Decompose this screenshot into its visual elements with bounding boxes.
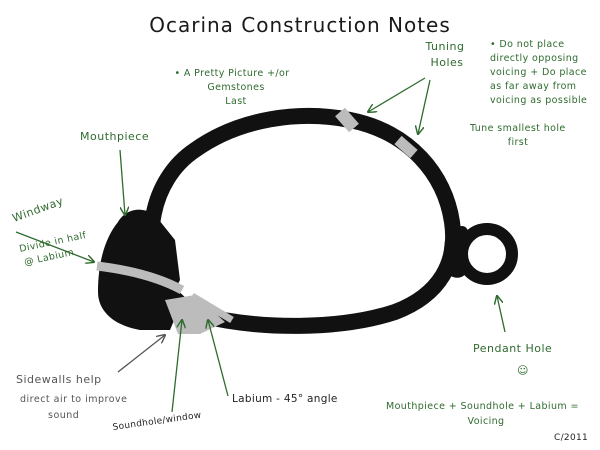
- windway-gap: [96, 261, 185, 294]
- pendant-hole-label: Pendant Hole: [473, 342, 552, 355]
- tuning-hole-1: [335, 107, 359, 133]
- svg-text:Mouthpiece + Soundhole + Labiu: Mouthpiece + Soundhole + Labium =: [386, 401, 579, 412]
- labium-arrow: [208, 320, 229, 397]
- svg-text:voicing + Do place: voicing + Do place: [490, 67, 587, 78]
- svg-text:directly opposing: directly opposing: [490, 53, 579, 64]
- signature: C/2011: [554, 433, 588, 443]
- svg-text:as far away from: as far away from: [490, 81, 576, 92]
- soundhole-arrow: [171, 320, 182, 413]
- pendant-arrow: [497, 296, 506, 333]
- sidewalls-note: Sidewalls help direct air to improve sou…: [16, 373, 128, 421]
- svg-text:voicing as possible: voicing as possible: [490, 95, 587, 106]
- windway-label: Windway: [11, 194, 66, 224]
- tuning-arrow-2: [418, 79, 431, 134]
- windway-arrow: [15, 231, 94, 262]
- svg-text:Tuning: Tuning: [424, 40, 464, 53]
- tuning-holes-label: Tuning Holes: [424, 40, 464, 69]
- svg-text:Sidewalls help: Sidewalls help: [16, 373, 102, 386]
- svg-text:• Do not place: • Do not place: [490, 39, 565, 50]
- pretty-picture-note: • A Pretty Picture +/or Gemstones Last: [174, 68, 289, 107]
- mouthpiece-label: Mouthpiece: [80, 130, 149, 143]
- svg-text:Tune smallest hole: Tune smallest hole: [469, 123, 566, 134]
- labium-label: Labium - 45° angle: [232, 393, 338, 405]
- svg-text:• A Pretty Picture +/or: • A Pretty Picture +/or: [174, 68, 289, 79]
- soundhole-label: Soundhole/window: [112, 411, 202, 433]
- svg-text:Gemstones: Gemstones: [207, 82, 264, 93]
- divide-half-note: Divide in half @ Labium: [18, 230, 87, 268]
- svg-text:first: first: [508, 137, 529, 148]
- svg-text:Voicing: Voicing: [468, 416, 505, 427]
- smiley: ☺: [517, 364, 529, 377]
- pendant-neck: [442, 225, 469, 278]
- tune-smallest-note: Tune smallest hole first: [469, 123, 566, 148]
- ocarina-body: [96, 107, 518, 334]
- sidewalls-arrow: [117, 335, 165, 373]
- svg-text:Holes: Holes: [430, 56, 463, 69]
- tuning-placement-note: • Do not place directly opposing voicing…: [490, 39, 587, 106]
- page-title: Ocarina Construction Notes: [149, 13, 451, 37]
- svg-text:sound: sound: [48, 410, 79, 421]
- svg-text:direct air to improve: direct air to improve: [20, 394, 128, 405]
- voicing-formula: Mouthpiece + Soundhole + Labium = Voicin…: [386, 401, 579, 427]
- tuning-hole-2: [394, 135, 418, 159]
- chamber-wall: [143, 108, 461, 334]
- tuning-arrow-1: [368, 77, 426, 112]
- mouthpiece-arrow: [119, 149, 125, 215]
- pendant-loop: [456, 223, 518, 285]
- svg-text:Last: Last: [225, 96, 246, 107]
- labium-edge: [190, 292, 234, 324]
